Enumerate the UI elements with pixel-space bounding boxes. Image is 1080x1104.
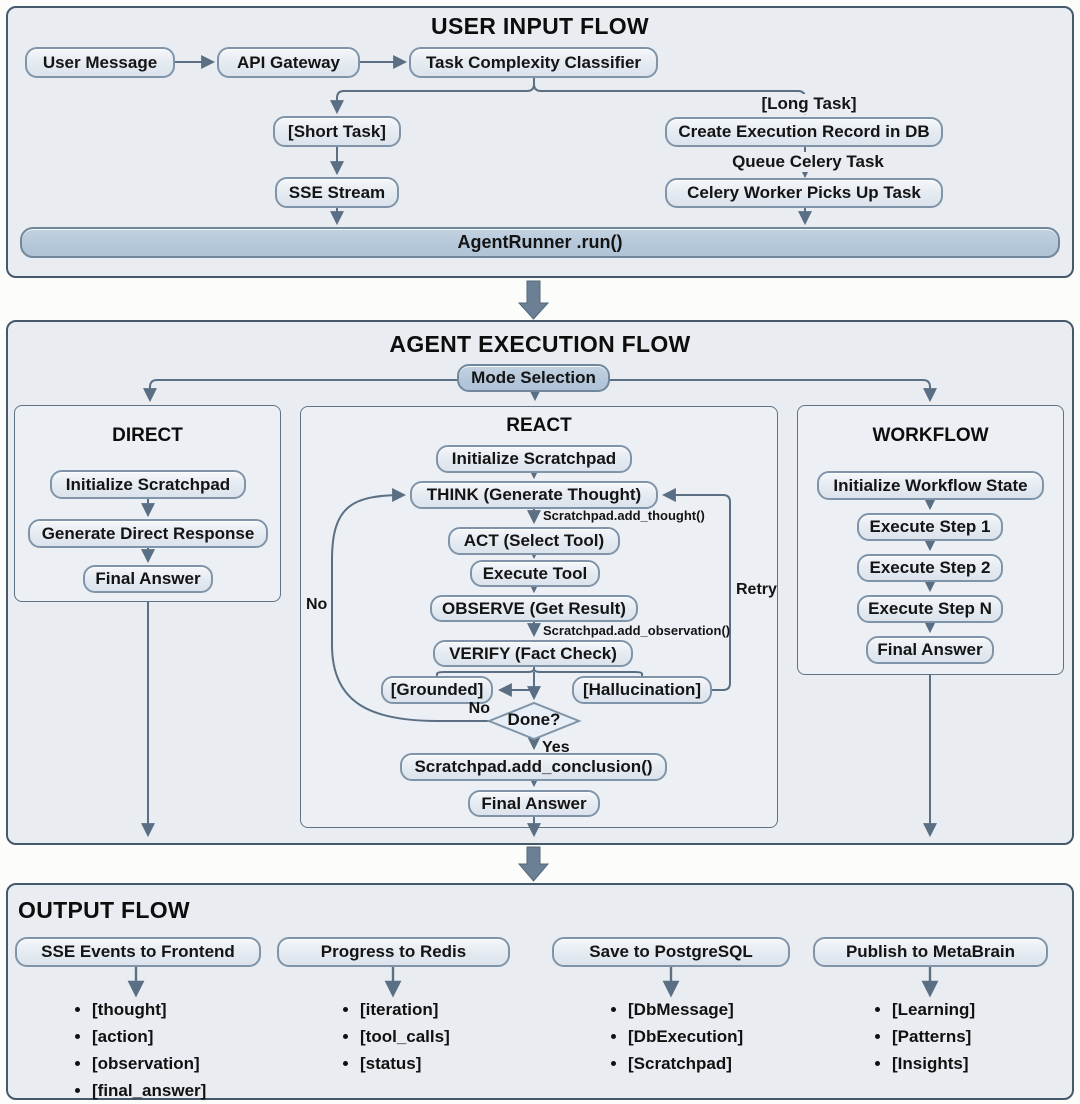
node-celery-worker: Celery Worker Picks Up Task (665, 178, 943, 208)
thick-arrow-top (517, 280, 550, 320)
metabrain-publish-list: [Learning] [Patterns] [Insights] (872, 996, 975, 1077)
node-user-message: User Message (25, 47, 175, 78)
postgresql-save-list: [DbMessage] [DbExecution] [Scratchpad] (608, 996, 743, 1077)
node-api-gateway: API Gateway (217, 47, 360, 78)
node-observe: OBSERVE (Get Result) (430, 595, 638, 622)
output-flow-title: OUTPUT FLOW (18, 897, 190, 923)
node-verify: VERIFY (Fact Check) (433, 640, 633, 667)
edge-label-long-task: [Long Task] (737, 94, 881, 114)
list-item: [Patterns] (892, 1023, 975, 1050)
edge-label-yes: Yes (542, 739, 570, 756)
node-react-final-answer: Final Answer (468, 790, 600, 817)
node-execute-step-2: Execute Step 2 (857, 554, 1003, 582)
list-item: [action] (92, 1023, 206, 1050)
list-item: [observation] (92, 1050, 206, 1077)
node-execute-step-1: Execute Step 1 (857, 513, 1003, 541)
thick-arrow-bottom (517, 846, 550, 882)
done-decision-label: Done? (507, 710, 561, 729)
node-add-conclusion: Scratchpad.add_conclusion() (400, 753, 667, 781)
panel-title-react: REACT (506, 415, 572, 436)
edge-label-no-loop: No (306, 596, 328, 613)
node-react-init-scratchpad: Initialize Scratchpad (436, 445, 632, 473)
node-hallucination: [Hallucination] (572, 676, 712, 704)
node-act: ACT (Select Tool) (448, 527, 620, 555)
list-item: [final_answer] (92, 1077, 206, 1104)
node-short-task: [Short Task] (273, 116, 401, 147)
node-mode-selection: Mode Selection (457, 364, 610, 392)
node-grounded: [Grounded] (381, 676, 493, 704)
panel-title-workflow: WORKFLOW (872, 425, 989, 446)
list-item: [Learning] (892, 996, 975, 1023)
list-item: [status] (360, 1050, 450, 1077)
sse-events-list: [thought] [action] [observation] [final_… (72, 996, 206, 1104)
node-agent-runner-bar: AgentRunner .run() (20, 227, 1060, 258)
node-execute-step-n: Execute Step N (857, 595, 1003, 623)
edge-label-no-diamond: No (468, 700, 490, 717)
list-item: [thought] (92, 996, 206, 1023)
node-progress-to-redis: Progress to Redis (277, 937, 510, 967)
panel-title-direct: DIRECT (112, 425, 183, 446)
node-execute-tool: Execute Tool (470, 560, 600, 587)
node-init-workflow-state: Initialize Workflow State (817, 471, 1044, 500)
section-output-flow (6, 883, 1074, 1100)
list-item: [Insights] (892, 1050, 975, 1077)
edge-label-queue-celery-task: Queue Celery Task (722, 152, 894, 172)
list-item: [iteration] (360, 996, 450, 1023)
done-decision-diamond (486, 701, 582, 741)
list-item: [DbMessage] (628, 996, 743, 1023)
node-generate-direct-response: Generate Direct Response (28, 519, 268, 548)
list-item: [tool_calls] (360, 1023, 450, 1050)
node-think: THINK (Generate Thought) (410, 481, 658, 509)
node-sse-stream: SSE Stream (275, 177, 399, 208)
redis-progress-list: [iteration] [tool_calls] [status] (340, 996, 450, 1077)
node-publish-to-metabrain: Publish to MetaBrain (813, 937, 1048, 967)
node-workflow-final-answer: Final Answer (866, 636, 994, 664)
node-create-execution-record: Create Execution Record in DB (665, 117, 943, 147)
node-save-to-postgresql: Save to PostgreSQL (552, 937, 790, 967)
list-item: [Scratchpad] (628, 1050, 743, 1077)
node-direct-init-scratchpad: Initialize Scratchpad (50, 470, 246, 499)
node-sse-events-to-frontend: SSE Events to Frontend (15, 937, 261, 967)
node-direct-final-answer: Final Answer (83, 565, 213, 593)
node-task-complexity-classifier: Task Complexity Classifier (409, 47, 658, 78)
user-input-flow-title: USER INPUT FLOW (431, 13, 649, 39)
edge-label-retry: Retry (736, 581, 777, 598)
edge-label-add-thought: Scratchpad.add_thought() (543, 508, 705, 523)
list-item: [DbExecution] (628, 1023, 743, 1050)
edge-label-add-observation: Scratchpad.add_observation() (543, 623, 731, 638)
agent-execution-flow-title: AGENT EXECUTION FLOW (389, 331, 691, 357)
